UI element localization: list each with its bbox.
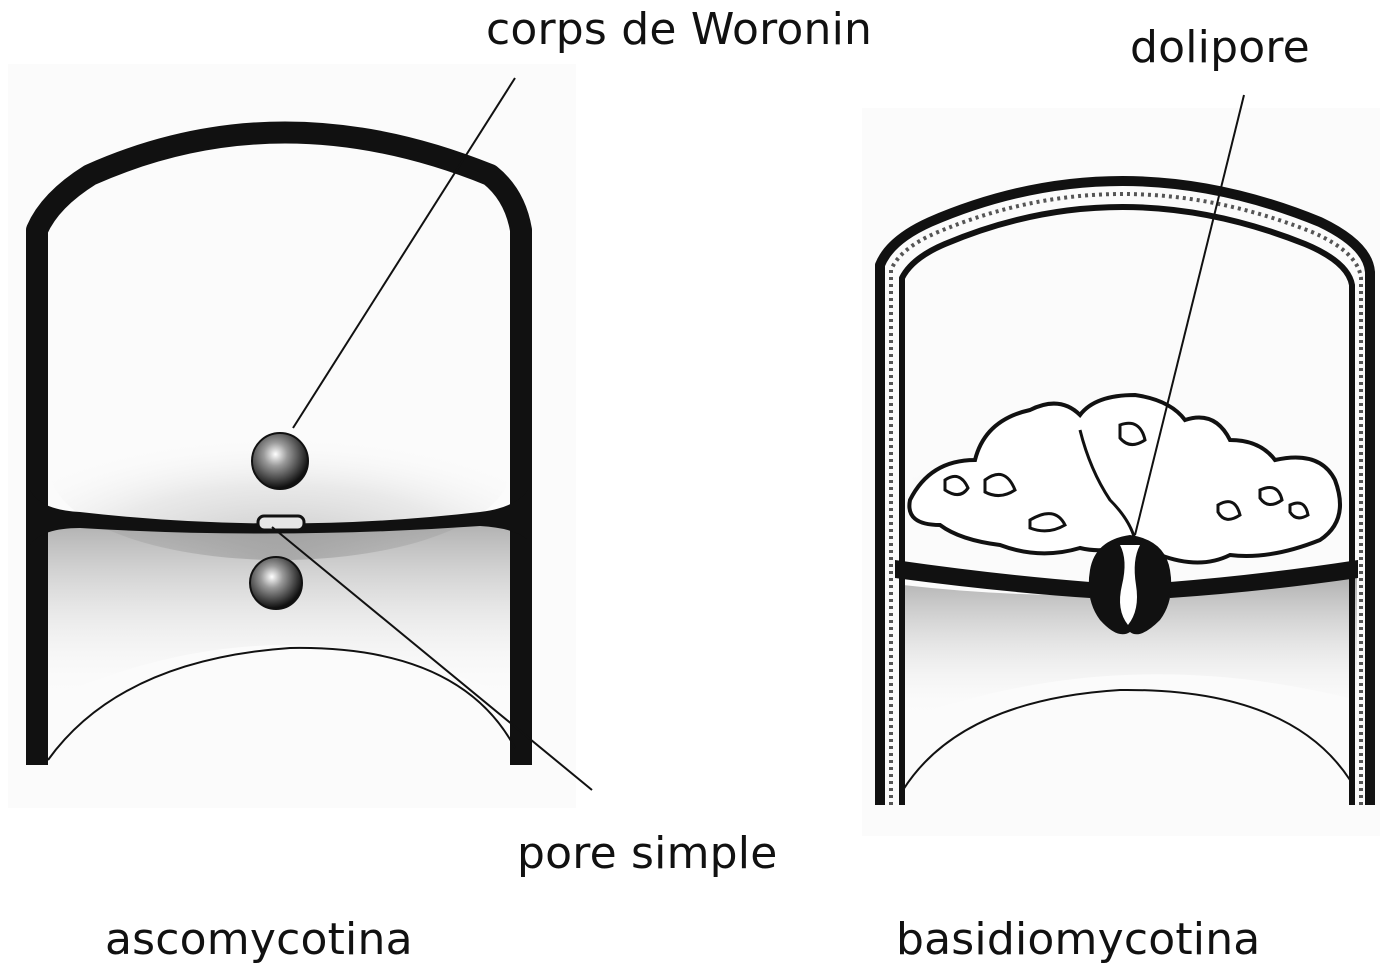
simple-pore [258, 516, 304, 530]
label-dolipore: dolipore [1130, 26, 1310, 70]
woronin-body-lower [250, 557, 302, 609]
label-pore-simple: pore simple [517, 832, 777, 876]
basidiomycotina-drawing [862, 108, 1380, 836]
label-ascomycotina: ascomycotina [105, 918, 413, 962]
woronin-body-upper [252, 433, 308, 489]
ascomycotina-drawing [8, 64, 576, 808]
label-woronin-body: corps de Woronin [486, 8, 872, 52]
label-basidiomycotina: basidiomycotina [896, 918, 1260, 962]
